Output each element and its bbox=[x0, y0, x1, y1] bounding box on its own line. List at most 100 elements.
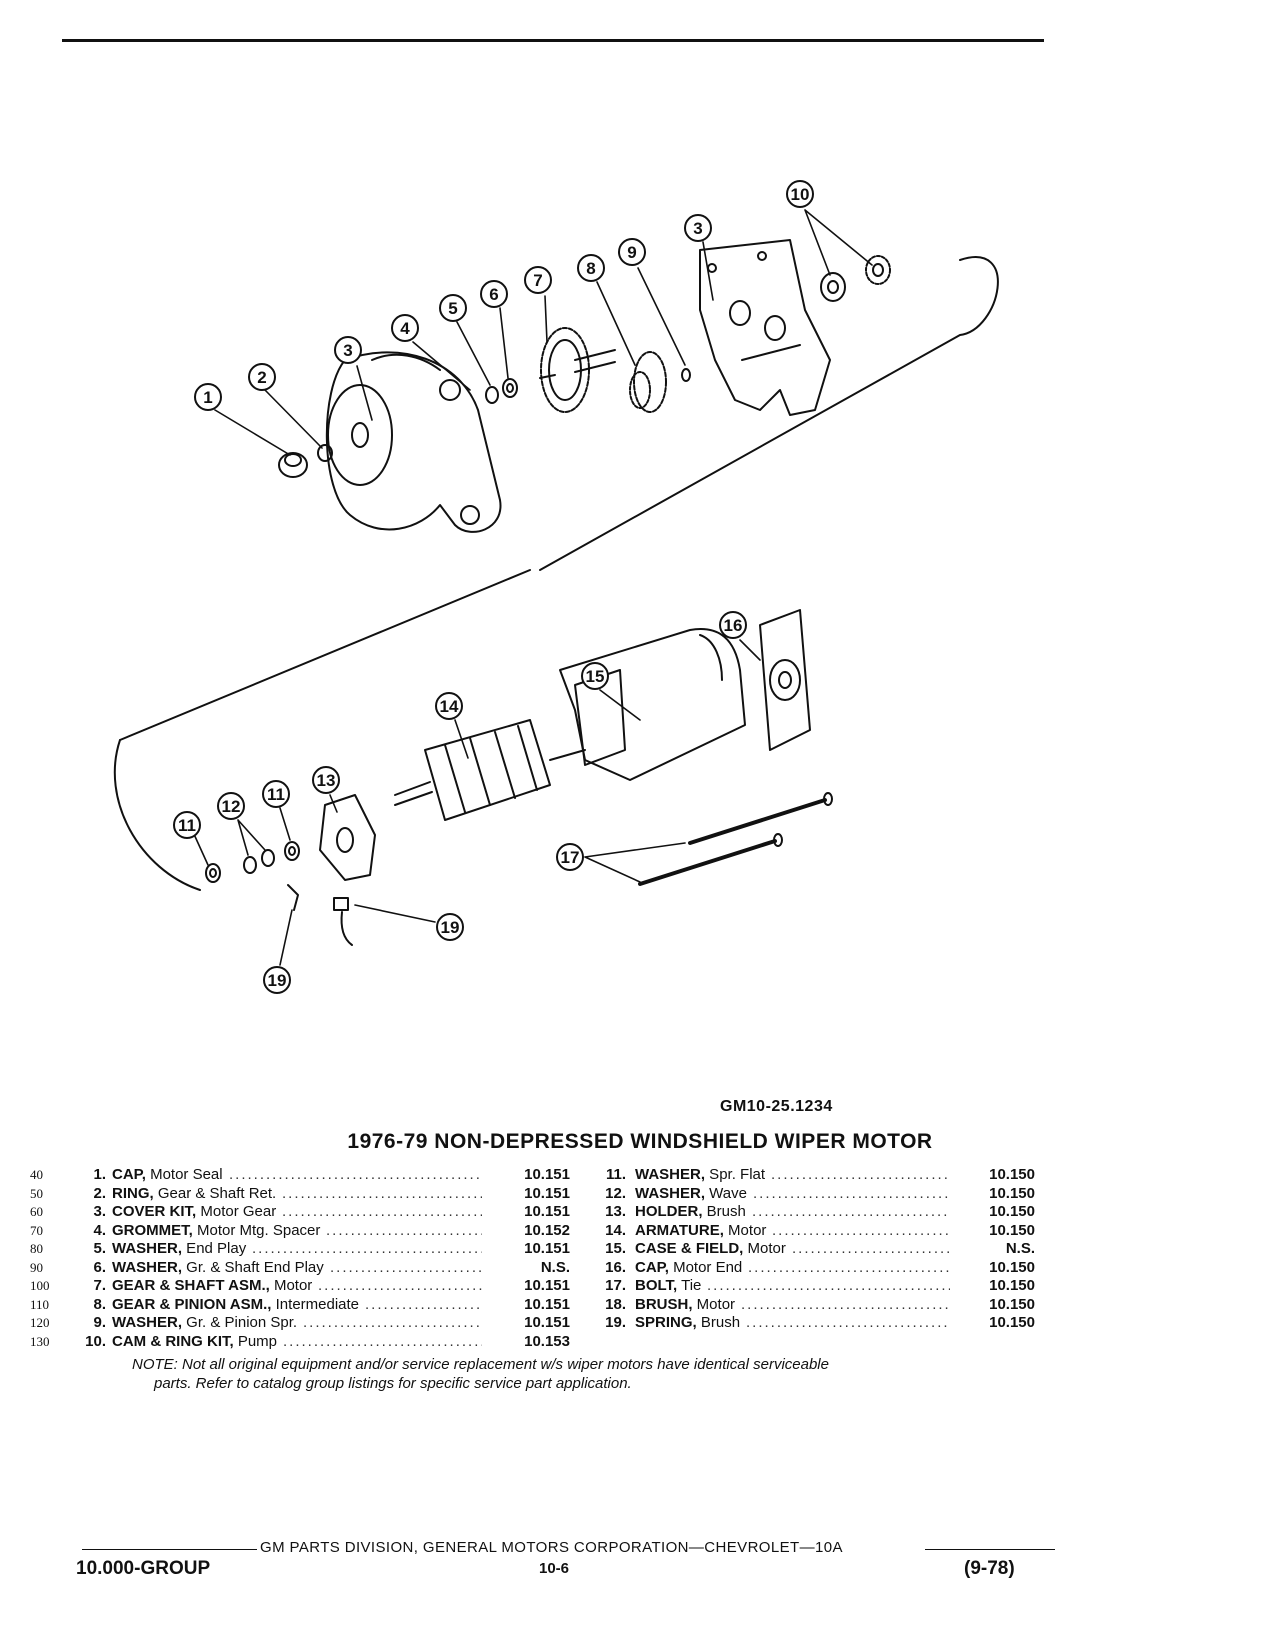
spring-flat-washer-left-shape bbox=[205, 863, 221, 883]
tie-bolt-lower-shape bbox=[638, 833, 783, 886]
callout-bubble bbox=[436, 913, 464, 941]
part-desc: Motor End bbox=[668, 1258, 743, 1276]
motor-seal-cap-shape bbox=[278, 452, 308, 478]
part-number: 4. bbox=[93, 1221, 106, 1239]
mid-connector-line bbox=[119, 569, 531, 741]
motor-end-cap-shape bbox=[759, 609, 811, 751]
part-name: CAP, Motor Seal bbox=[112, 1166, 223, 1185]
callout-label: 11 bbox=[267, 785, 285, 804]
gear-and-pinion-shape bbox=[629, 351, 667, 413]
part-name-bold: BRUSH, bbox=[635, 1295, 693, 1313]
part-number: 17. bbox=[605, 1277, 626, 1294]
part-name-bold: CASE & FIELD, bbox=[635, 1240, 744, 1257]
part-name-bold: GEAR & SHAFT ASM., bbox=[112, 1277, 270, 1294]
part-desc: Pump bbox=[233, 1332, 278, 1350]
part-number: 6. bbox=[93, 1258, 106, 1276]
page-title: 1976-79 NON-DEPRESSED WINDSHIELD WIPER M… bbox=[347, 1130, 933, 1153]
callout-label: 13 bbox=[317, 771, 336, 790]
brush-spring-shape bbox=[287, 884, 299, 911]
cam-shape bbox=[820, 272, 846, 302]
part-group: N.S. bbox=[540, 1258, 570, 1276]
callout-bubble bbox=[581, 662, 609, 690]
part-group: 10.151 bbox=[524, 1295, 570, 1313]
note-line-1: NOTE: Not all original equipment and/or … bbox=[132, 1356, 829, 1373]
case-and-field-shape bbox=[559, 628, 746, 781]
callout-label: 19 bbox=[441, 918, 460, 937]
part-desc: Wave bbox=[705, 1184, 747, 1202]
footnote: NOTE: Not all original equipment and/or … bbox=[132, 1355, 1032, 1393]
footer-date: (9-78) bbox=[964, 1558, 1015, 1579]
callout-label: 4 bbox=[400, 319, 410, 338]
brush-holder-shape bbox=[319, 794, 376, 881]
part-group: 10.151 bbox=[524, 1166, 570, 1183]
part-ref-code: 50 bbox=[30, 1185, 43, 1201]
armature-shape bbox=[394, 719, 586, 821]
part-number: 3. bbox=[93, 1203, 106, 1220]
spring-flat-washer-right-shape bbox=[284, 841, 300, 861]
part-group: 10.151 bbox=[524, 1184, 570, 1202]
footer-rule-right bbox=[925, 1549, 1055, 1550]
part-name-bold: CAP, bbox=[112, 1166, 146, 1183]
part-number: 1. bbox=[93, 1166, 106, 1183]
callout-label: 11 bbox=[178, 816, 196, 835]
callout-bubble bbox=[719, 611, 747, 639]
callout-label: 19 bbox=[268, 971, 287, 990]
part-name: BOLT, Tie bbox=[635, 1277, 701, 1296]
wave-washer-b-shape bbox=[261, 849, 275, 867]
part-desc: Gr. & Shaft End Play bbox=[182, 1258, 324, 1276]
callout-label: 6 bbox=[489, 285, 498, 304]
part-desc: Motor bbox=[743, 1240, 786, 1257]
part-number: 9. bbox=[93, 1314, 106, 1331]
part-name-bold: SPRING, bbox=[635, 1314, 697, 1331]
part-desc: Gear & Shaft Ret. bbox=[153, 1184, 277, 1202]
callout-bubble bbox=[577, 254, 605, 282]
callout-label: 7 bbox=[533, 271, 542, 290]
part-desc: Spr. Flat bbox=[705, 1166, 766, 1183]
part-name-bold: CAM & RING KIT, bbox=[112, 1332, 234, 1350]
part-name: CAP, Motor End bbox=[635, 1259, 742, 1278]
footer-text: GM PARTS DIVISION, GENERAL MOTORS CORPOR… bbox=[260, 1539, 843, 1556]
callout-bubble bbox=[263, 966, 291, 994]
callout-label: 16 bbox=[724, 616, 743, 635]
part-ref-code: 90 bbox=[30, 1259, 43, 1275]
part-name-bold: GEAR & PINION ASM., bbox=[112, 1295, 272, 1313]
part-group: N.S. bbox=[1005, 1240, 1035, 1257]
part-number: 13. bbox=[605, 1203, 626, 1220]
callout-bubble bbox=[684, 214, 712, 242]
footer-page-number: 10-6 bbox=[539, 1560, 570, 1577]
callout-label: 14 bbox=[440, 697, 459, 716]
part-desc: Gr. & Pinion Spr. bbox=[182, 1314, 298, 1331]
part-group: 10.150 bbox=[989, 1184, 1035, 1202]
part-ref-code: 80 bbox=[30, 1241, 43, 1256]
part-desc: Brush bbox=[696, 1314, 741, 1331]
part-number: 2. bbox=[93, 1184, 106, 1202]
callout-label: 10 bbox=[791, 185, 810, 204]
callout-label: 15 bbox=[586, 667, 605, 686]
callout-label: 9 bbox=[627, 243, 636, 262]
part-desc: Tie bbox=[677, 1277, 702, 1294]
callout-bubble bbox=[248, 363, 276, 391]
part-name: CAM & RING KIT, Pump bbox=[112, 1333, 277, 1352]
part-group: 10.151 bbox=[524, 1240, 570, 1257]
part-number: 18. bbox=[605, 1295, 626, 1313]
callout-bubble bbox=[334, 336, 362, 364]
part-name: GROMMET, Motor Mtg. Spacer bbox=[112, 1222, 320, 1241]
part-group: 10.151 bbox=[524, 1203, 570, 1220]
part-name-bold: RING, bbox=[112, 1184, 154, 1202]
part-number: 7. bbox=[93, 1277, 106, 1294]
part-number: 5. bbox=[93, 1240, 106, 1257]
part-name-bold: COVER KIT, bbox=[112, 1203, 197, 1220]
part-name: WASHER, Gr. & Shaft End Play bbox=[112, 1259, 324, 1278]
footer-rule-left bbox=[82, 1549, 257, 1550]
part-number: 16. bbox=[605, 1258, 626, 1276]
part-name-bold: WASHER, bbox=[635, 1166, 706, 1183]
pinion-spring-washer-shape bbox=[681, 368, 691, 382]
figure-id: GM10-25.1234 bbox=[720, 1098, 833, 1115]
part-number: 19. bbox=[605, 1314, 626, 1331]
